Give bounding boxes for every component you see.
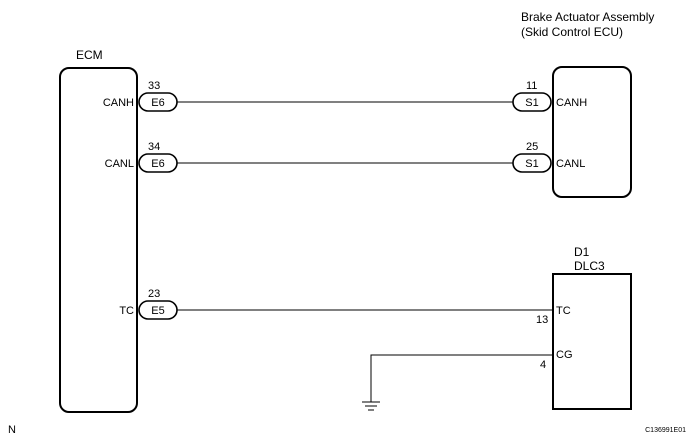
dlc3-title-line1: D1 <box>574 245 590 259</box>
ecm-connector-e6-canl-label: E6 <box>151 158 164 170</box>
dlc3-pin-tc-label: TC <box>556 305 571 317</box>
ground-icon <box>362 401 380 411</box>
brake-pin-canl-label: CANL <box>556 158 585 170</box>
dlc3-box <box>552 273 632 410</box>
dlc3-pin-tc-number: 13 <box>536 314 548 326</box>
dlc3-pin-cg-number: 4 <box>540 359 546 371</box>
brake-actuator-title-line2: (Skid Control ECU) <box>521 25 623 39</box>
brake-connector-s1-canl-label: S1 <box>525 158 538 170</box>
dlc3-title-line2: DLC3 <box>574 259 605 273</box>
ecm-title: ECM <box>76 48 103 62</box>
ecm-pin-canh-label: CANH <box>103 97 134 109</box>
ecm-pin-tc-number: 23 <box>148 288 160 300</box>
ecm-pin-tc-label: TC <box>119 305 134 317</box>
ecm-connector-e5-tc-label: E5 <box>151 305 164 317</box>
ecm-box <box>59 67 138 413</box>
footer-left-mark: N <box>8 424 16 436</box>
figure-id: C136991E01 <box>645 427 686 434</box>
brake-pin-canh-number: 11 <box>526 80 537 92</box>
brake-pin-canl-number: 25 <box>526 141 538 153</box>
ecm-pin-canh-number: 33 <box>148 80 160 92</box>
brake-pin-canh-label: CANH <box>556 97 587 109</box>
ecm-pin-canl-label: CANL <box>105 158 134 170</box>
ecm-pin-canl-number: 34 <box>148 141 160 153</box>
wire-cg-ground <box>370 354 553 402</box>
ecm-connector-e6-canh-label: E6 <box>151 97 164 109</box>
brake-actuator-title-line1: Brake Actuator Assembly <box>521 10 654 24</box>
dlc3-pin-cg-label: CG <box>556 349 573 361</box>
brake-connector-s1-canh-label: S1 <box>525 97 538 109</box>
brake-actuator-box <box>552 66 632 198</box>
